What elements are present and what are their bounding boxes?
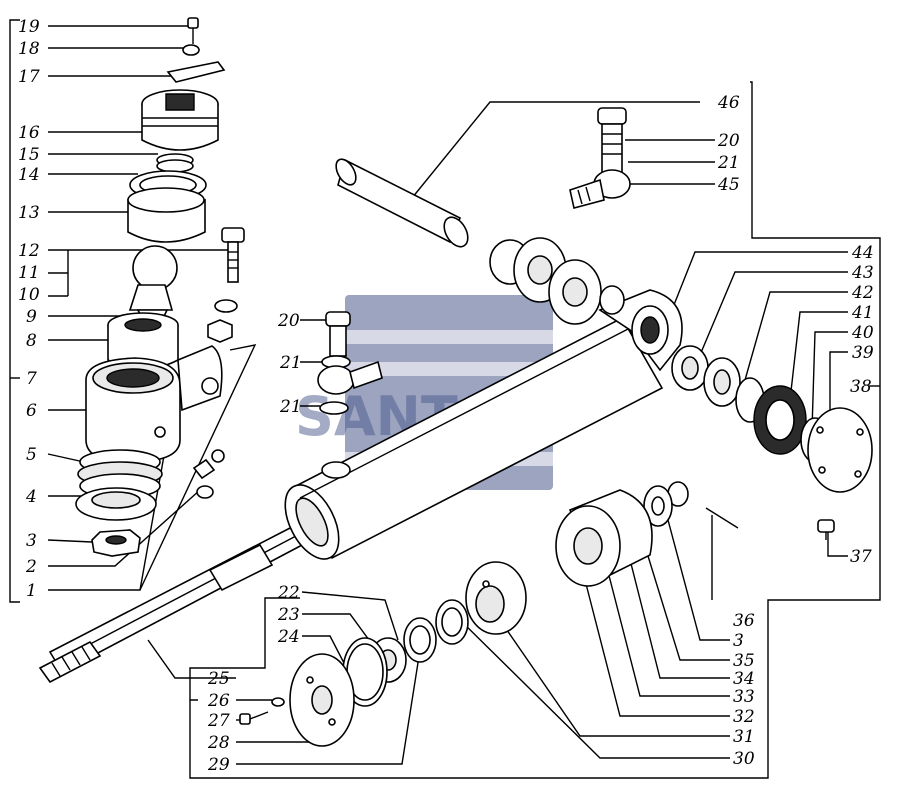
callout-12: 12: [18, 241, 40, 261]
callout-3-right: 3: [733, 631, 744, 651]
part-washer-nut-small: [207, 299, 238, 343]
callout-labels: 19 18 17 16 15 14 13 12 11 10 9 8 7 6 5 …: [18, 17, 874, 775]
part-16-adjusting-cap: [141, 89, 219, 151]
part-37-screw: [817, 519, 835, 540]
callout-9: 9: [26, 307, 37, 327]
part-20-21-fitting-left: [317, 311, 383, 415]
callout-45: 45: [717, 175, 740, 195]
part-5-boot: [77, 449, 163, 499]
callout-31: 31: [733, 727, 755, 747]
part-41-seal: [753, 385, 807, 455]
callout-26: 26: [207, 691, 230, 711]
part-45-union-fitting: [569, 107, 631, 209]
leader-lines: [10, 25, 880, 765]
callout-21-mid-lower: 21: [279, 397, 302, 417]
part-30-ring: [435, 599, 469, 645]
callout-43: 43: [851, 263, 874, 283]
callout-10: 10: [18, 285, 40, 305]
callout-24: 24: [277, 627, 300, 647]
callout-46: 46: [717, 93, 740, 113]
part-26-washer: [271, 697, 285, 707]
callout-11: 11: [18, 263, 40, 283]
callout-8: 8: [26, 331, 37, 351]
part-2-grease-fitting: [192, 449, 225, 499]
callout-35: 35: [733, 651, 755, 671]
callout-27: 27: [207, 711, 230, 731]
part-35-washer: [643, 485, 673, 527]
part-46-pin: [335, 158, 469, 248]
callout-38: 38: [850, 377, 872, 397]
callout-36: 36: [733, 611, 755, 631]
callout-42: 42: [851, 283, 874, 303]
callout-23: 23: [277, 605, 300, 625]
callout-17: 17: [18, 67, 40, 87]
callout-41: 41: [851, 303, 874, 323]
callout-21-mid: 21: [279, 353, 302, 373]
part-cylinder-body: [284, 289, 683, 560]
callout-44: 44: [851, 243, 874, 263]
part-19-bolt: [187, 17, 199, 44]
part-flanges-top: [489, 237, 625, 325]
part-4-dust-cover: [75, 487, 157, 521]
callout-5: 5: [26, 445, 37, 465]
part-28-end-cover: [289, 653, 355, 747]
callout-14: 14: [18, 165, 40, 185]
callout-7: 7: [26, 369, 37, 389]
part-44-bushing: [671, 345, 709, 391]
part-29-ring: [403, 617, 437, 663]
part-25-piston-rod: [38, 527, 306, 684]
callout-37: 37: [850, 547, 872, 567]
callout-18: 18: [18, 39, 40, 59]
callout-4: 4: [25, 487, 37, 507]
part-27-screw: [239, 711, 269, 725]
callout-33: 33: [733, 687, 755, 707]
part-31-piston-head: [465, 561, 527, 635]
part-12-bolt: [221, 227, 245, 283]
callout-29: 29: [207, 755, 230, 775]
part-3-castle-nut: [91, 529, 141, 557]
callout-25: 25: [207, 669, 230, 689]
callout-1: 1: [26, 581, 37, 601]
part-6-7-housing: [85, 345, 223, 463]
part-13-ball-seat: [127, 187, 206, 243]
part-39-cover: [807, 407, 873, 493]
callout-40: 40: [851, 323, 874, 343]
part-15-spring: [156, 153, 194, 173]
callout-16: 16: [18, 123, 40, 143]
callout-21-top: 21: [717, 153, 740, 173]
callout-6: 6: [26, 401, 37, 421]
callout-39: 39: [852, 343, 874, 363]
callout-15: 15: [18, 145, 40, 165]
part-43-bushing: [703, 357, 741, 407]
callout-34: 34: [733, 669, 755, 689]
callout-20-top: 20: [717, 131, 740, 151]
part-32-33-34-piston: [555, 489, 653, 587]
callout-32: 32: [733, 707, 755, 727]
callout-22: 22: [277, 583, 300, 603]
callout-19: 19: [18, 17, 40, 37]
callout-20-mid: 20: [277, 311, 300, 331]
callout-13: 13: [18, 203, 40, 223]
callout-30: 30: [733, 749, 755, 769]
part-17-lock-plate: [166, 61, 226, 83]
callout-2: 2: [25, 557, 37, 577]
part-36-cotter-pin: [705, 507, 739, 529]
part-18-lock-washer: [182, 44, 200, 56]
callout-3-left: 3: [26, 531, 37, 551]
callout-28: 28: [207, 733, 230, 753]
